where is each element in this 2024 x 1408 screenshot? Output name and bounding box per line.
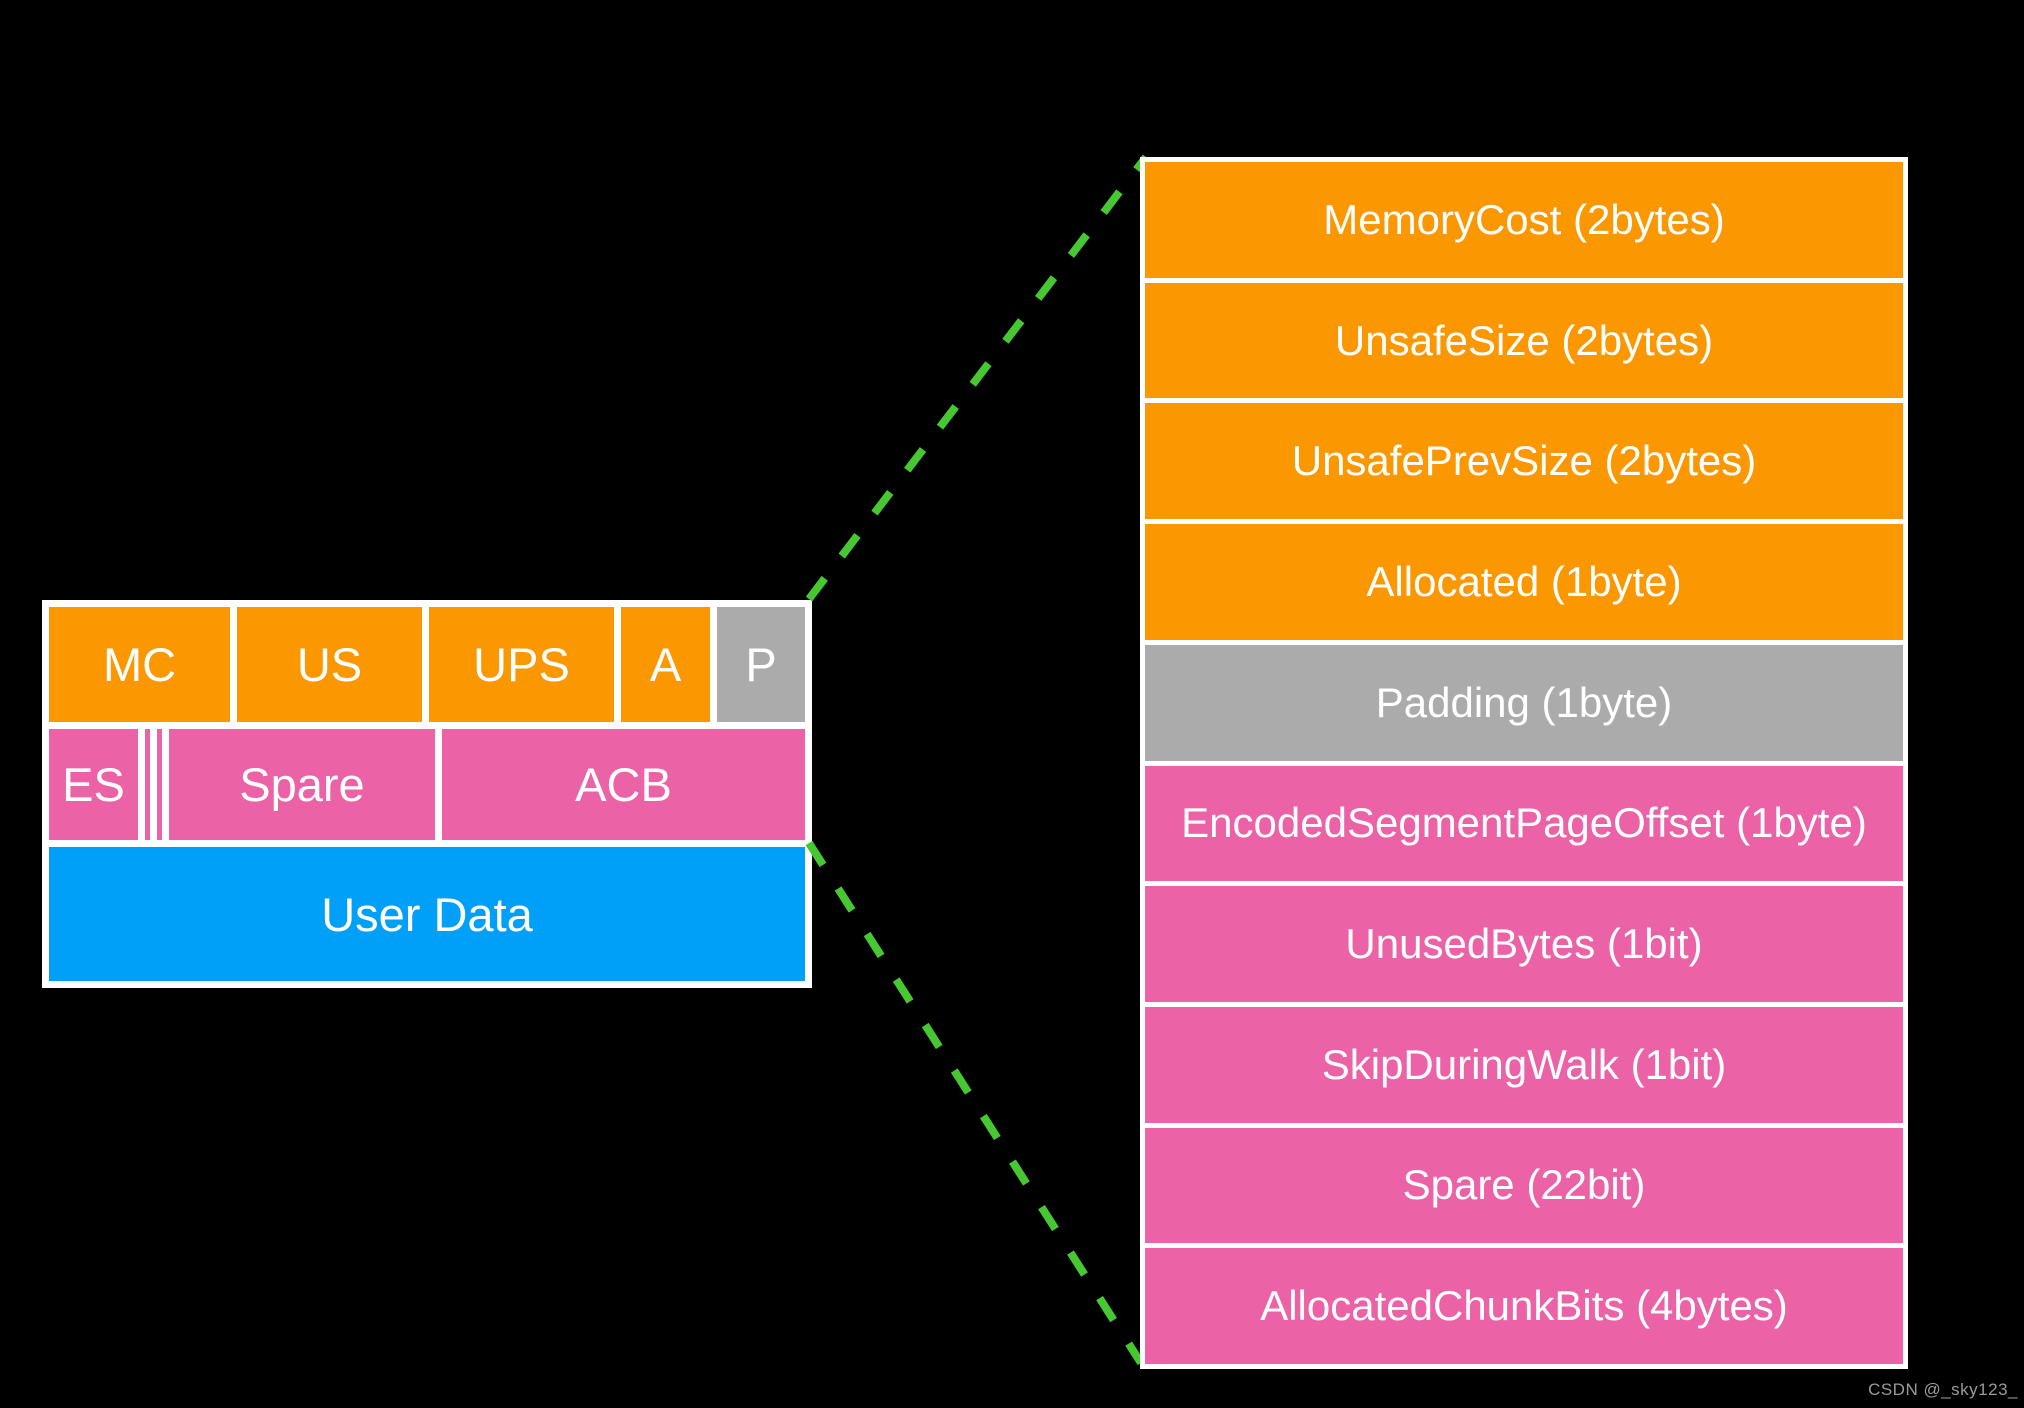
cell-unsafeprevsize: UPS [429, 607, 614, 722]
cell-padding: P [717, 607, 805, 722]
chunk-fields-table: MemoryCost (2bytes) UnsafeSize (2bytes) … [1140, 157, 1908, 1369]
cell-unsafesize: US [237, 607, 422, 722]
field-row-unsafesize: UnsafeSize (2bytes) [1145, 282, 1903, 399]
field-row-padding: Padding (1byte) [1145, 644, 1903, 761]
csdn-watermark: CSDN @_sky123_ [1868, 1380, 2018, 1399]
cell-allocatedchunkbits: ACB [442, 729, 805, 840]
chunk-header-row: MC US UPS A P [49, 607, 805, 722]
field-row-skipduringwalk: SkipDuringWalk (1bit) [1145, 1006, 1903, 1123]
chunk-flags-row: ES Spare ACB [49, 729, 805, 840]
cell-spare: Spare [169, 729, 435, 840]
cell-skipduringwalk-bit [157, 729, 162, 840]
field-row-spare: Spare (22bit) [1145, 1127, 1903, 1244]
field-row-allocatedchunkbits: AllocatedChunkBits (4bytes) [1145, 1248, 1903, 1365]
field-row-unsafeprevsize: UnsafePrevSize (2bytes) [1145, 403, 1903, 520]
cell-unusedbytes-bit [145, 729, 150, 840]
cell-allocated: A [621, 607, 710, 722]
cell-memorycost: MC [49, 607, 230, 722]
connector-line-bottom [805, 840, 1145, 1366]
field-row-encodedsegmentpageoffset: EncodedSegmentPageOffset (1byte) [1145, 765, 1903, 882]
chunk-userdata-row: User Data [49, 847, 805, 981]
field-row-unusedbytes: UnusedBytes (1bit) [1145, 886, 1903, 1002]
cell-user-data: User Data [49, 847, 805, 981]
field-row-memorycost: MemoryCost (2bytes) [1145, 162, 1903, 278]
chunk-overview-diagram: MC US UPS A P ES Spare ACB User Data [42, 600, 812, 988]
cell-encodedsegmentpageoffset: ES [49, 729, 138, 840]
field-row-allocated: Allocated (1byte) [1145, 524, 1903, 640]
connector-line-top [805, 154, 1150, 602]
